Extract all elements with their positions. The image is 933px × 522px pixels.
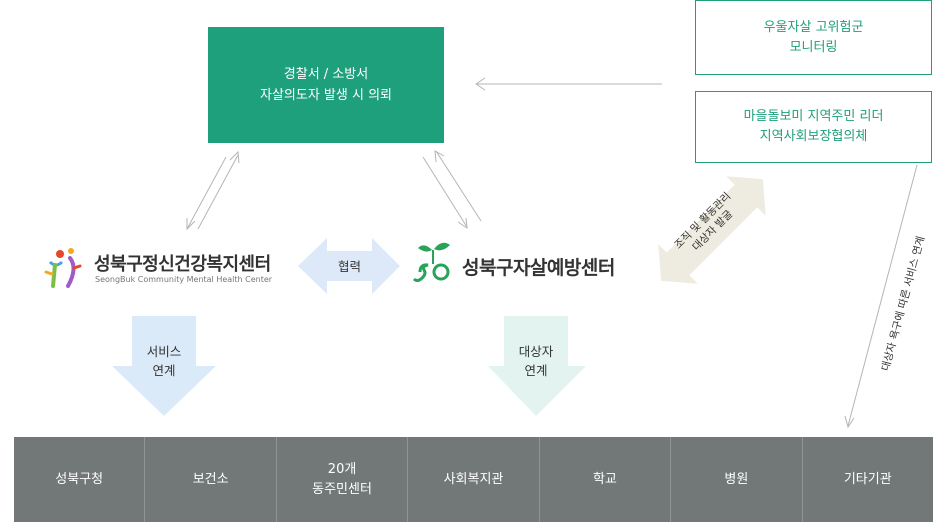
bottom-item-health-center: 보건소 (145, 437, 277, 522)
mental-health-center-subtitle: SeongBuk Community Mental Health Center (95, 275, 273, 284)
bottom-item-other-institutions: 기타기관 (803, 437, 933, 522)
police-box-line2: 자살의도자 발생 시 의뢰 (260, 88, 392, 103)
leader-box-line2: 지역사회보장협의체 (759, 129, 868, 144)
left-down-arrow-line1: 서비스 (146, 344, 182, 359)
bottom-item-label: 보건소 (192, 471, 229, 487)
bottom-item-label-line1: 20개 (327, 461, 357, 477)
police-box-line1: 경찰서 / 소방서 (283, 67, 369, 82)
monitoring-box: 우울자살 고위험군 모니터링 (695, 0, 932, 75)
bottom-item-school: 학교 (540, 437, 672, 522)
arrow-leader-to-bottom (844, 164, 918, 429)
police-fire-box: 경찰서 / 소방서 자살의도자 발생 시 의뢰 (208, 27, 444, 143)
left-down-arrow-line2: 연계 (152, 363, 176, 378)
cooperation-label: 협력 (337, 259, 361, 274)
bottom-item-label: 기타기관 (843, 471, 892, 487)
bottom-item-hospital: 병원 (671, 437, 803, 522)
cooperation-arrow (298, 238, 400, 294)
sprout-logo-icon (412, 242, 450, 282)
mental-health-center-logo: 성북구정신건강복지센터 SeongBuk Community Mental He… (42, 245, 282, 293)
bottom-item-community-centers: 20개 동주민센터 (277, 437, 409, 522)
bottom-item-label: 병원 (724, 471, 749, 487)
mental-health-center-title: 성북구정신건강복지센터 (94, 254, 271, 275)
diag-double-arrow (658, 176, 766, 284)
mental-health-logo-icon (44, 248, 82, 288)
monitor-box-line2: 모니터링 (789, 39, 838, 55)
suicide-prevention-center-title: 성북구자살예방센터 (462, 257, 615, 279)
bottom-item-label: 학교 (592, 471, 617, 487)
bottom-item-label-line2: 동주민센터 (312, 481, 372, 497)
arrow-monitor-to-police (475, 77, 662, 91)
suicide-prevention-center-logo: 성북구자살예방센터 (418, 243, 648, 287)
partner-institutions-bar: 성북구청 보건소 20개 동주민센터 사회복지관 학교 병원 기타기관 (14, 437, 933, 522)
right-down-arrow-line2: 연계 (524, 363, 548, 378)
right-down-arrow (488, 316, 586, 416)
bottom-item-district-office: 성북구청 (14, 437, 146, 522)
right-down-arrow-line1: 대상자 (518, 344, 554, 359)
arrow-police-right-logo (422, 150, 482, 230)
bottom-item-label: 사회복지관 (443, 471, 504, 487)
community-leader-box: 마을돌보미 지역주민 리더 지역사회보장협의체 (695, 91, 932, 163)
left-down-arrow (112, 316, 216, 416)
left-down-arrow-label: 서비스 연계 (132, 342, 196, 380)
arrow-police-left-logo (186, 150, 240, 231)
right-down-arrow-label: 대상자 연계 (504, 342, 568, 380)
bottom-item-welfare-center: 사회복지관 (408, 437, 540, 522)
monitor-box-line1: 우울자살 고위험군 (763, 19, 864, 35)
leader-box-line1: 마을돌보미 지역주민 리더 (743, 109, 884, 124)
bottom-item-label: 성북구청 (55, 471, 104, 487)
